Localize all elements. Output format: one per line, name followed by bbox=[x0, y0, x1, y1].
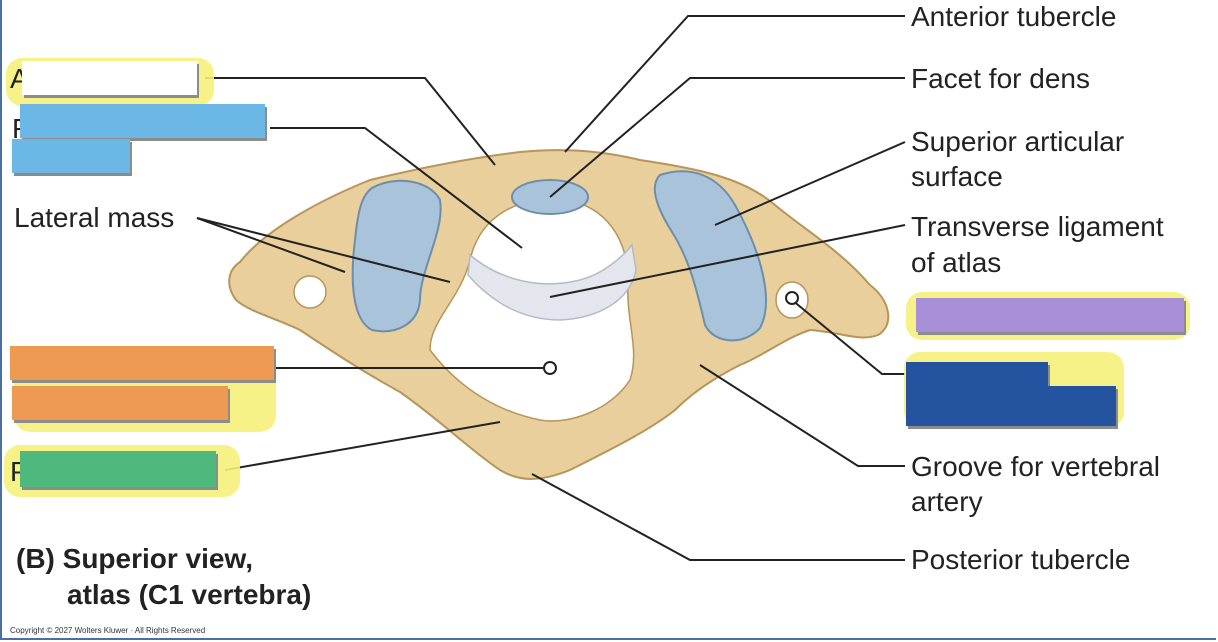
cover-patch-orange-2 bbox=[12, 386, 228, 420]
vertebral-foramen-marker bbox=[544, 362, 556, 374]
label-lateral-mass: Lateral mass bbox=[14, 201, 174, 235]
transverse-foramen-marker bbox=[786, 292, 798, 304]
leader-anterior-tubercle bbox=[565, 16, 905, 152]
cover-patch-navy-2 bbox=[906, 386, 1116, 426]
copyright-notice: Copyright © 2027 Wolters Kluwer · All Ri… bbox=[10, 626, 205, 635]
cover-patch-blue-2 bbox=[12, 139, 130, 173]
cover-patch-blue-1 bbox=[20, 104, 265, 138]
label-superior-articular-1: Superior articular bbox=[911, 125, 1124, 159]
leader-superior-articular bbox=[715, 142, 905, 225]
cover-patch-purple bbox=[916, 298, 1184, 332]
leader-groove-vertebral bbox=[700, 365, 905, 466]
leader-posterior-tubercle bbox=[532, 474, 905, 560]
caption-line-2: atlas (C1 vertebra) bbox=[16, 577, 311, 613]
caption-line-1: (B) Superior view, bbox=[16, 543, 253, 574]
cover-patch-white bbox=[22, 61, 197, 95]
label-superior-articular-2: surface bbox=[911, 160, 1003, 194]
label-posterior-tubercle: Posterior tubercle bbox=[911, 543, 1130, 577]
transverse-foramen-left bbox=[294, 276, 326, 308]
label-transverse-ligament-1: Transverse ligament bbox=[911, 210, 1164, 244]
label-groove-vertebral-1: Groove for vertebral bbox=[911, 450, 1160, 484]
figure-caption: (B) Superior view, atlas (C1 vertebra) bbox=[16, 541, 311, 613]
label-groove-vertebral-2: artery bbox=[911, 485, 983, 519]
label-anterior-tubercle: Anterior tubercle bbox=[911, 0, 1116, 34]
cover-patch-orange-1 bbox=[10, 346, 274, 380]
label-transverse-ligament-2: of atlas bbox=[911, 246, 1001, 280]
label-facet-for-dens: Facet for dens bbox=[911, 62, 1090, 96]
cover-patch-green bbox=[20, 451, 216, 487]
